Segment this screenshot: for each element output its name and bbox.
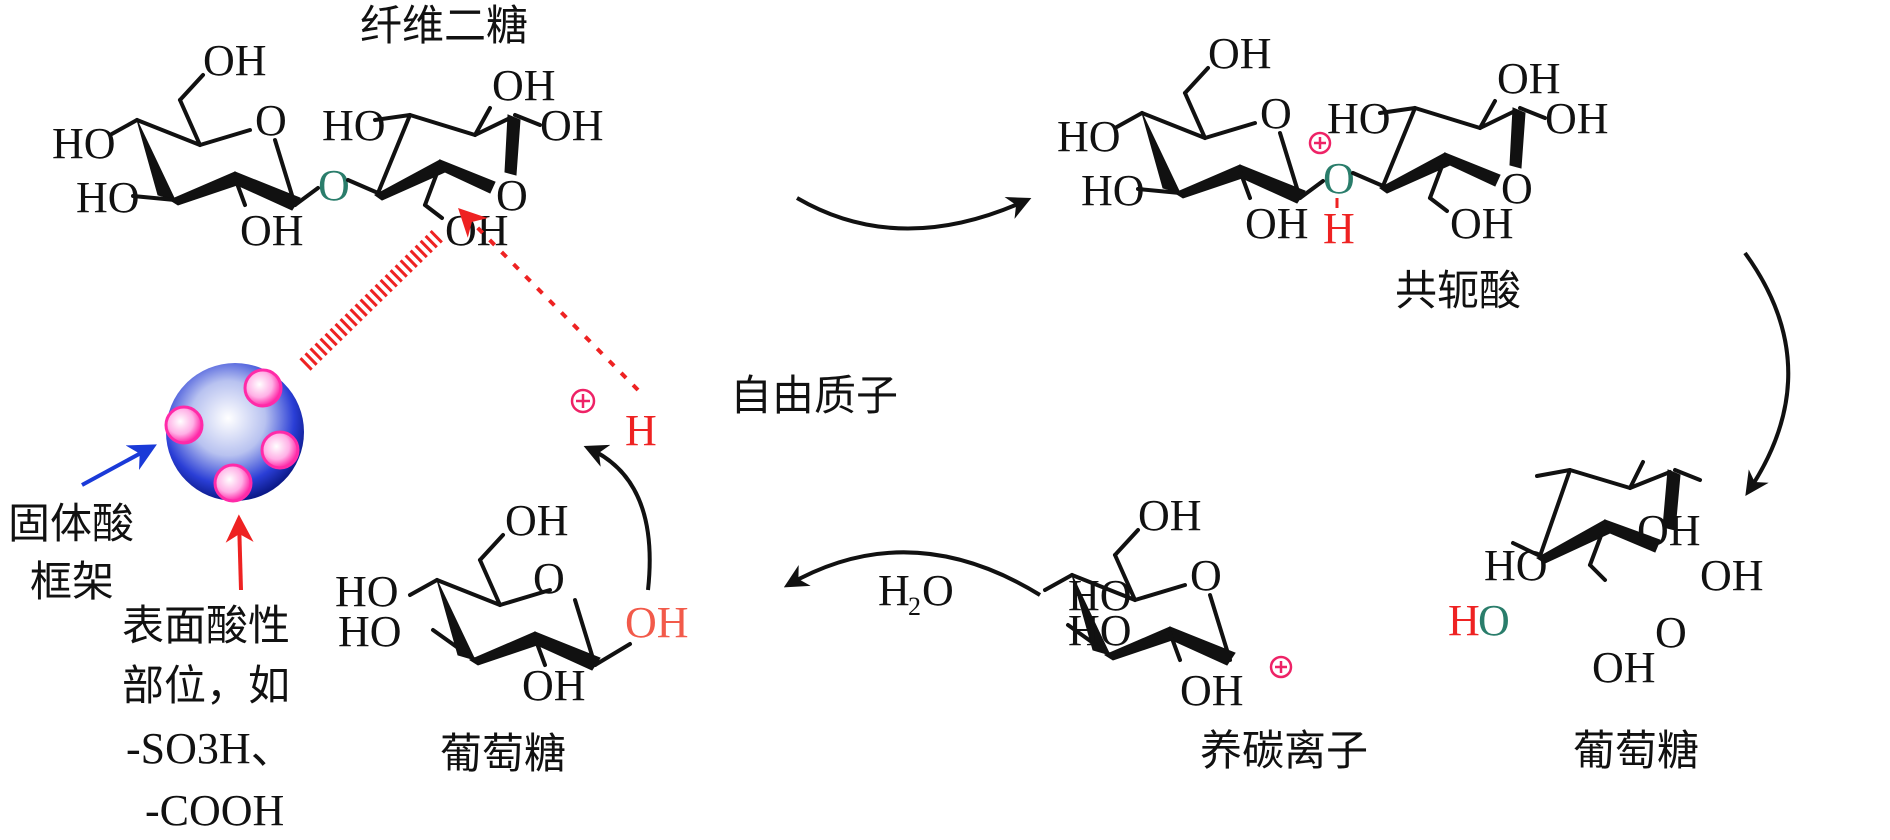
conjugate-acid-ring-right	[1351, 99, 1547, 213]
acid-site	[243, 368, 283, 408]
acid-site-interaction	[299, 229, 444, 371]
atom-oh: OH	[1545, 94, 1609, 143]
atom-oh: OH	[540, 101, 604, 150]
positive-charge-icon	[1269, 655, 1293, 679]
framework-pointer-arrow	[81, 444, 157, 487]
atom-oh: OH	[1497, 54, 1561, 103]
atom-oh: OH	[1592, 643, 1656, 692]
atom-oh: OH	[1180, 666, 1244, 715]
water-subscript: 2	[908, 592, 921, 621]
conjugate-acid-label: 共轭酸	[1395, 266, 1521, 315]
reaction-arrow-proton-release	[583, 444, 652, 591]
free-proton-h: H	[625, 406, 657, 455]
reaction-arrow-protonation	[795, 196, 1032, 231]
restored-hydroxyl-o: O	[1478, 596, 1510, 645]
protonated-glycosidic-oxygen: O	[1323, 154, 1355, 203]
cellobiose-ring-right	[346, 106, 542, 220]
positive-charge-icon	[1308, 131, 1332, 155]
atom-ho: HO	[1068, 606, 1132, 655]
solid-acid-label-line2: 框架	[30, 557, 114, 606]
atom-ring-oxygen: O	[255, 96, 287, 145]
atom-ring-oxygen: O	[1260, 89, 1292, 138]
glucose-label-left: 葡萄糖	[440, 729, 566, 778]
atom-ho: HO	[1068, 571, 1132, 620]
glycosidic-oxygen: O	[318, 161, 350, 210]
water-formula: H 2 O	[878, 566, 954, 621]
water-h: H	[878, 566, 910, 615]
cellobiose-ring-left	[108, 73, 320, 211]
acid-site	[213, 463, 253, 503]
atom-oh: OH	[1245, 199, 1309, 248]
atom-ho: HO	[76, 173, 140, 222]
atom-oh: OH	[1138, 491, 1202, 540]
atom-oh: OH	[1450, 199, 1514, 248]
atom-oh: OH	[203, 36, 267, 85]
atom-ho: HO	[322, 101, 386, 150]
atom-ring-oxygen: O	[496, 171, 528, 220]
atom-ho: HO	[1327, 94, 1391, 143]
cellobiose-title: 纤维二糖	[360, 1, 528, 50]
acid-site	[260, 430, 300, 470]
added-proton-h: H	[1323, 204, 1355, 253]
glucose-label-right: 葡萄糖	[1573, 726, 1699, 775]
atom-oh: OH	[492, 61, 556, 110]
conjugate-acid-molecule: OH HO O HO OH O H HO OH OH O OH	[1057, 29, 1609, 253]
free-proton-label: 自由质子	[730, 371, 898, 420]
atom-oh: OH	[240, 206, 304, 255]
released-hydroxyl: OH	[625, 598, 689, 647]
restored-hydroxyl-h: H	[1448, 596, 1480, 645]
positive-charge-icon	[570, 388, 596, 414]
reaction-arrow-cleavage	[1743, 251, 1791, 496]
atom-ho: HO	[1081, 166, 1145, 215]
water-o: O	[922, 566, 954, 615]
atom-ring-oxygen: O	[533, 554, 565, 603]
atom-ho: HO	[1484, 541, 1548, 590]
atom-ring-oxygen: O	[1655, 608, 1687, 657]
conjugate-acid-ring-left	[1113, 66, 1325, 204]
atom-oh: OH	[505, 496, 569, 545]
atom-oh: OH	[1637, 506, 1701, 555]
reaction-arrow-hydration	[783, 550, 1042, 597]
surface-sites-label-line4: -COOH	[145, 786, 284, 835]
atom-oh: OH	[445, 206, 509, 255]
solid-acid-particle	[164, 363, 304, 503]
glucose-molecule-right	[1511, 460, 1702, 582]
carbenium-ion-molecule	[1043, 528, 1236, 666]
surface-sites-label-line3: -SO3H、	[126, 724, 295, 773]
atom-ring-oxygen: O	[1501, 164, 1533, 213]
carbenium-ion-label: 养碳离子	[1200, 726, 1368, 775]
glucose-molecule-left	[408, 533, 632, 671]
atom-ho: HO	[338, 607, 402, 656]
atom-ring-oxygen: O	[1190, 551, 1222, 600]
atom-ho: HO	[1057, 112, 1121, 161]
cellobiose-molecule: OH HO O HO OH O HO OH OH O OH	[52, 36, 604, 255]
surface-sites-label-line1: 表面酸性	[122, 601, 290, 650]
acid-site	[164, 405, 204, 445]
solid-acid-label-line1: 固体酸	[8, 499, 134, 548]
atom-ho: HO	[52, 119, 116, 168]
surface-sites-label-line2: 部位，如	[122, 661, 290, 710]
acid-site-pointer-arrow	[225, 514, 254, 591]
atom-oh: OH	[522, 661, 586, 710]
atom-oh: OH	[1700, 551, 1764, 600]
atom-oh: OH	[1208, 29, 1272, 78]
proton-attack-arrow	[458, 208, 640, 392]
atom-ho: HO	[335, 567, 399, 616]
